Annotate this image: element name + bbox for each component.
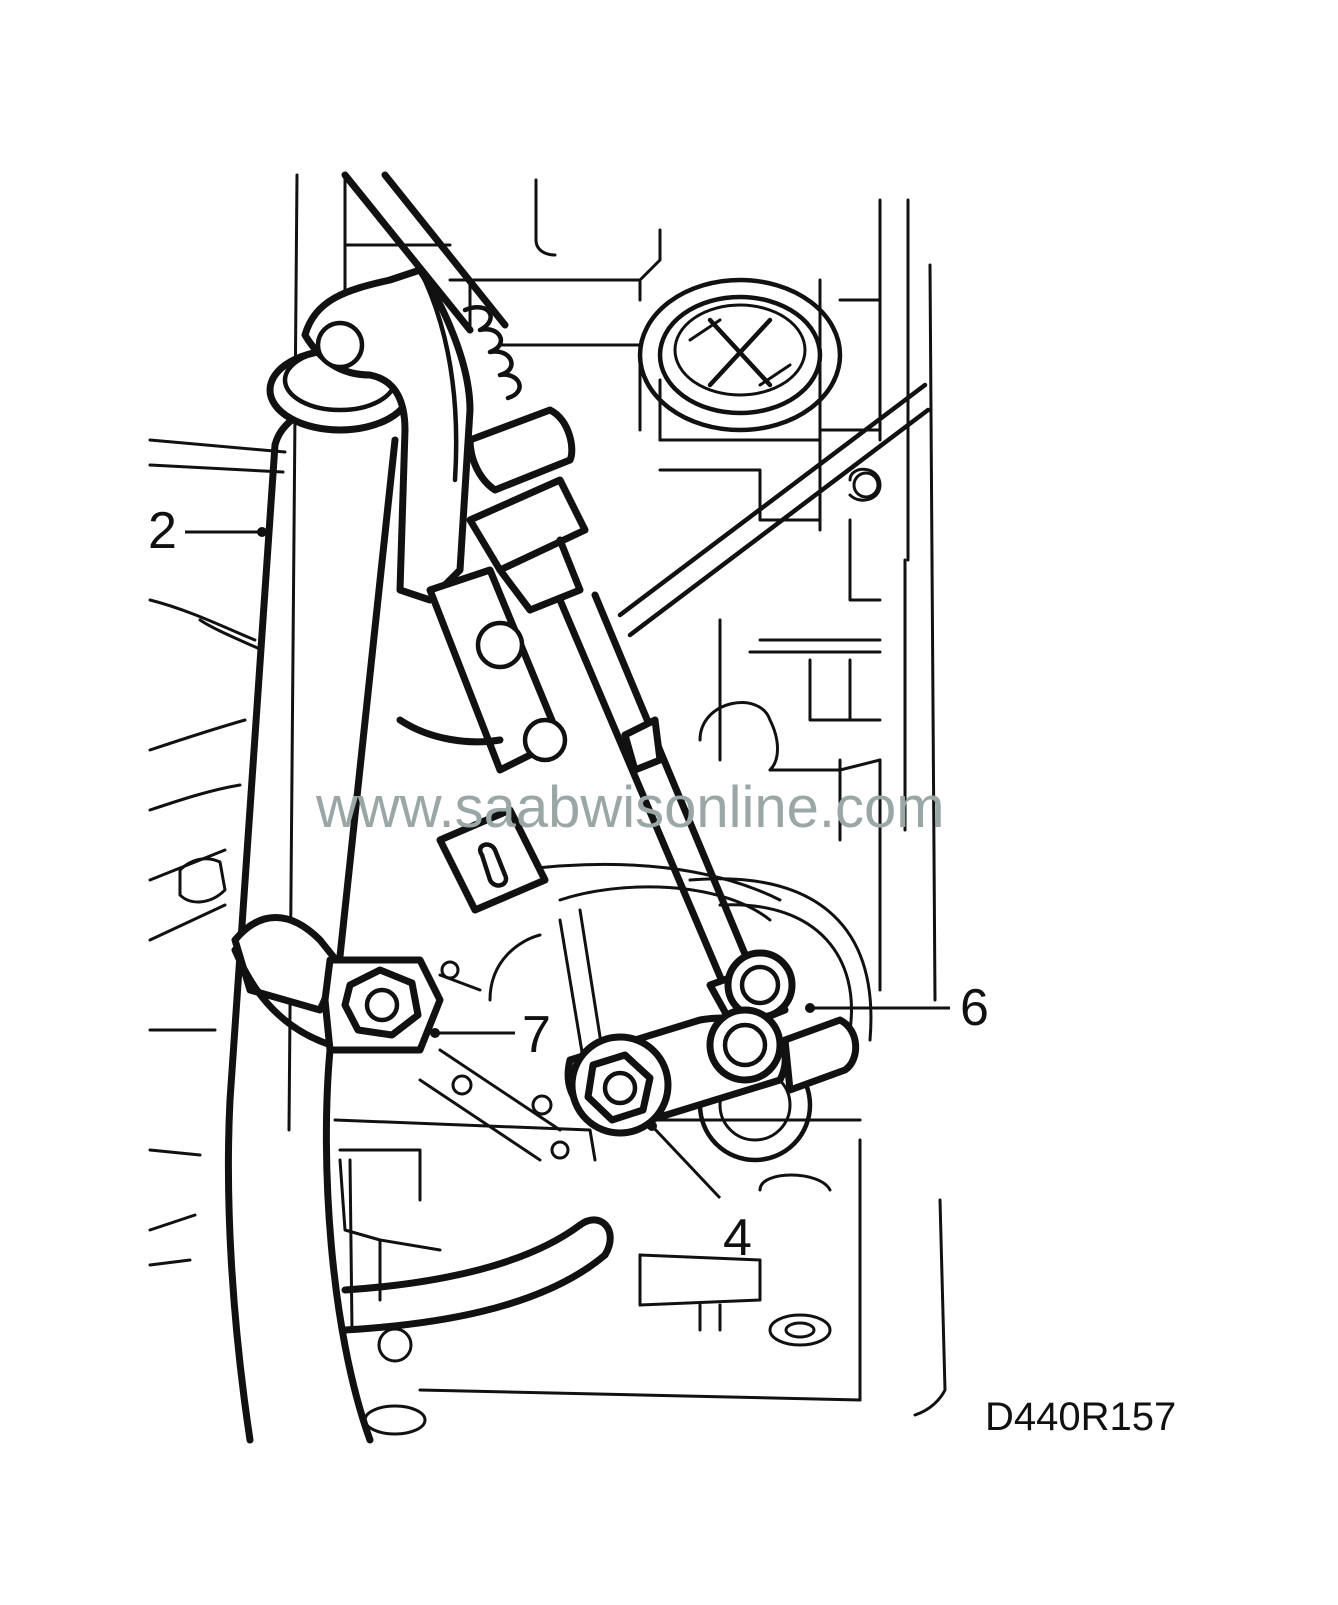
callout-2-dot [257, 527, 267, 537]
callout-6: 6 [805, 979, 989, 1037]
callout-7: 7 [430, 1006, 551, 1064]
callout-4-leader [650, 1124, 722, 1200]
callout-2: 2 [148, 502, 267, 560]
callout-4: 4 [647, 1121, 752, 1267]
callout-4-dot [647, 1121, 657, 1131]
coolant-hose [341, 1216, 614, 1334]
callout-label-4: 4 [723, 1209, 752, 1267]
callout-label-2: 2 [148, 502, 177, 560]
gear-selector-linkage [321, 171, 860, 1137]
watermark-text: www.saabwisonline.com [315, 775, 945, 840]
callout-7-dot [430, 1028, 440, 1038]
figure-id-label: D440R157 [985, 1395, 1176, 1439]
oil-filler-cap [637, 277, 843, 442]
callout-label-6: 6 [960, 979, 989, 1037]
callout-6-dot [805, 1003, 815, 1013]
engine-block-background [148, 173, 947, 1436]
mounting-bracket-2 [224, 266, 474, 1444]
callout-label-7: 7 [522, 1006, 551, 1064]
